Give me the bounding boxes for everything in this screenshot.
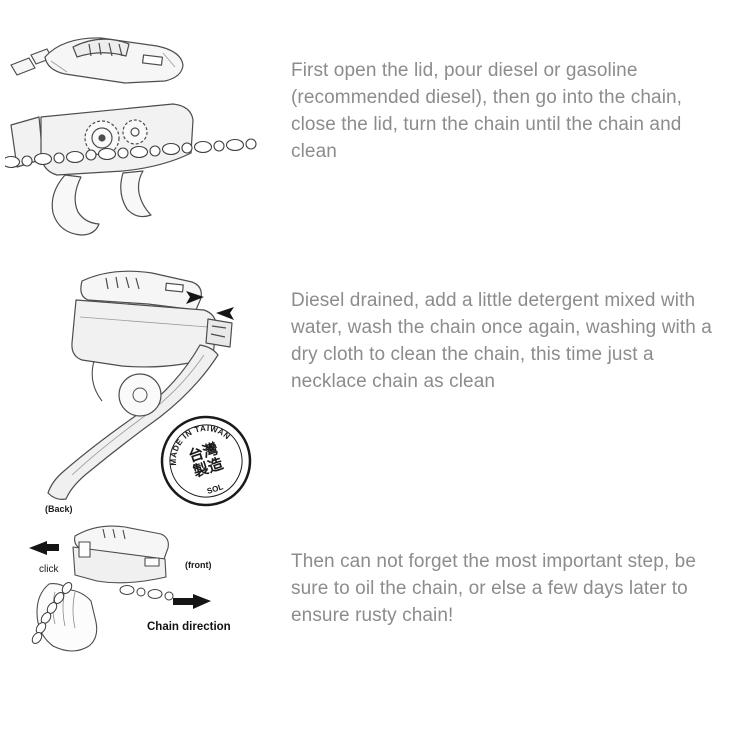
slide-arrow-icon: [186, 291, 204, 304]
chain-cleaner-handle-drawing: MADE IN TAIWAN 台灣 製造 SOL: [47, 270, 252, 507]
lid-group: [10, 37, 184, 84]
step-2-text: Diesel drained, add a little detergent m…: [291, 290, 712, 392]
step-3-text: Then can not forget the most important s…: [291, 551, 696, 626]
chain-links-right: [119, 585, 174, 601]
front-label: (front): [185, 560, 212, 570]
handle-lever: [47, 344, 219, 500]
step-1-text: First open the lid, pour diesel or gasol…: [291, 60, 683, 162]
chain-direction-label: Chain direction: [147, 621, 231, 633]
click-label: click: [39, 564, 59, 575]
illustration-chain-cleaner-handle: MADE IN TAIWAN 台灣 製造 SOL: [20, 265, 255, 515]
hand-holding-cleaner-drawing: (Back) click (front): [29, 504, 231, 652]
latch-arrow-icon: [216, 307, 234, 320]
illustration-hand-holding-cleaner: (Back) click (front): [15, 498, 245, 663]
chain-cleaner-exploded-drawing: [1, 37, 257, 236]
device-group: [72, 525, 169, 584]
body-group: [10, 103, 194, 176]
chain-links-left: [31, 582, 73, 644]
made-in-taiwan-stamp: MADE IN TAIWAN 台灣 製造 SOL: [160, 416, 252, 507]
chain-links: [1, 138, 257, 169]
roller-wheel: [118, 373, 162, 417]
chain-direction-arrow-icon: [173, 594, 211, 609]
device-body-group: [71, 270, 233, 368]
illustration-chain-cleaner-exploded: [1, 25, 270, 245]
click-arrow-icon: [29, 541, 59, 555]
back-label: (Back): [45, 504, 73, 514]
hook-arms: [51, 170, 152, 236]
